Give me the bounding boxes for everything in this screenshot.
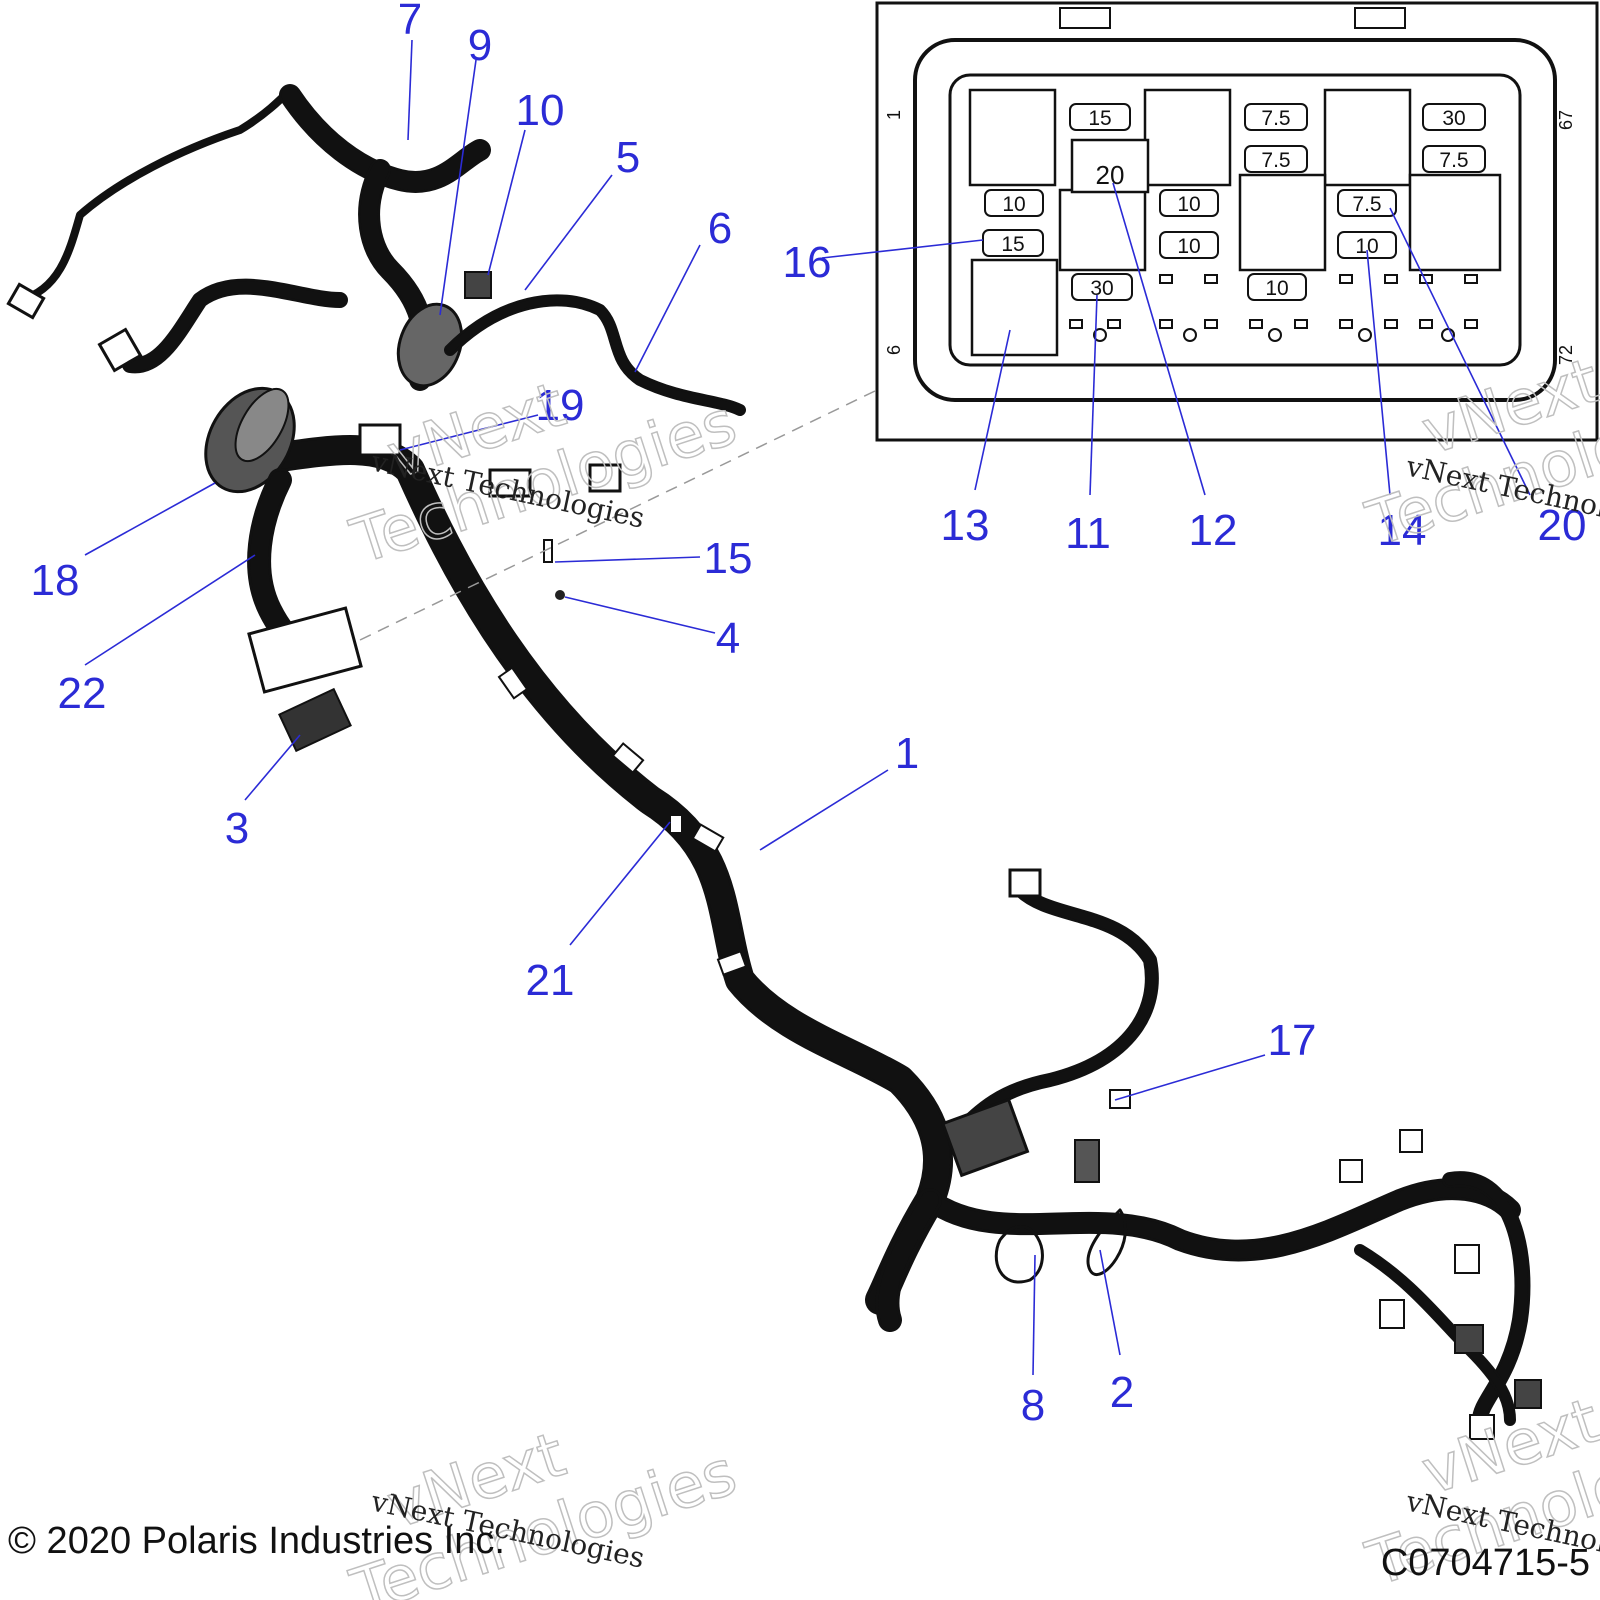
callout-2: 2: [1110, 1368, 1134, 1417]
callout-14: 14: [1378, 506, 1427, 555]
callout-7: 7: [398, 0, 422, 44]
relay: [1408, 173, 1502, 272]
fuse-label: 7.5: [1439, 149, 1468, 172]
watermarks: vNext Technologies vNext Technologies vN…: [342, 343, 1600, 1600]
callout-4: 4: [716, 614, 740, 663]
fuse-label: 7.5: [1352, 193, 1381, 216]
fuse-box-inset: 15 20 7.5 7.5 30 7.5 10 10 7.5 15 10 10 …: [359, 1, 1599, 641]
relay: [1143, 88, 1232, 187]
callout-numbers: 7 9 10 5 6 19 18 22 3 15 4 1 21 17 8 2 1…: [31, 0, 1587, 1430]
callout-1: 1: [895, 729, 919, 778]
callout-5: 5: [616, 133, 640, 182]
callout-12: 12: [1189, 506, 1238, 555]
callout-21: 21: [526, 956, 575, 1005]
fuse-label: 30: [1442, 107, 1465, 130]
callout-6: 6: [708, 204, 732, 253]
fuse-label: 10: [1177, 235, 1200, 258]
callout-3: 3: [225, 804, 249, 853]
fuse-label: 7.5: [1261, 149, 1290, 172]
callout-11: 11: [1065, 509, 1111, 558]
drawing-id: C0704715-5: [1381, 1542, 1590, 1584]
callout-10: 10: [516, 86, 565, 135]
callout-13: 13: [941, 501, 990, 550]
fuse-label: 30: [1090, 277, 1113, 300]
fuse-label: 7.5: [1261, 107, 1290, 130]
pin-number: 6: [884, 345, 904, 355]
fuse-label: 10: [1002, 193, 1025, 216]
fuse-label: 20: [1096, 160, 1125, 190]
upper-harness-drawing: [6, 84, 953, 1315]
pin-number: 67: [1556, 110, 1576, 130]
lower-harness-drawing: [875, 868, 1542, 1440]
relay: [1323, 88, 1412, 187]
callout-9: 9: [468, 21, 492, 70]
fuse-tiles: [982, 103, 1486, 301]
relay: [1238, 173, 1327, 272]
fuse-label: 10: [1355, 235, 1378, 258]
relay: [1058, 188, 1147, 272]
callout-15: 15: [704, 534, 753, 583]
pin-number: 1: [884, 110, 904, 120]
callout-22: 22: [58, 669, 107, 718]
relay: [968, 88, 1057, 187]
leader-lines: [84, 39, 1531, 1376]
fuse-label: 10: [1265, 277, 1288, 300]
empty-slots: [1069, 274, 1478, 342]
fuse-label: 15: [1088, 107, 1111, 130]
relay: [970, 258, 1059, 357]
fuse-label: 10: [1177, 193, 1200, 216]
pin-number: 72: [1556, 345, 1576, 365]
callout-19: 19: [536, 381, 585, 430]
callout-8: 8: [1021, 1381, 1045, 1430]
callout-18: 18: [31, 556, 80, 605]
callout-16: 16: [783, 238, 832, 287]
fuse-label: 15: [1001, 233, 1024, 256]
callout-17: 17: [1268, 1016, 1317, 1065]
copyright-text: © 2020 Polaris Industries Inc.: [8, 1520, 505, 1562]
callout-20: 20: [1538, 501, 1587, 550]
